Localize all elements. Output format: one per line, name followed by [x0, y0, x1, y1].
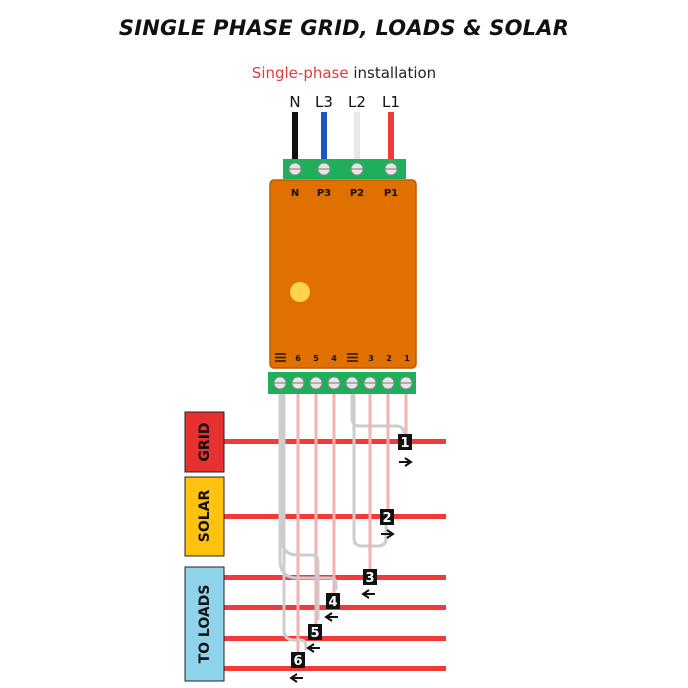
ground-symbol-icon — [275, 353, 286, 362]
arrow-left-icon — [306, 643, 320, 653]
ct-clamp-5: 5 — [306, 624, 322, 653]
wire-l2 — [354, 112, 360, 160]
ct-clamp-6: 6 — [289, 652, 305, 683]
top-terminal-label-p1: P1 — [384, 188, 398, 199]
top-screws — [288, 162, 398, 176]
arrow-right-icon — [399, 457, 413, 467]
bottom-terminal-label-6: 6 — [295, 354, 301, 363]
bottom-terminal-label-4: 4 — [331, 354, 337, 363]
bus-line-load-3 — [224, 636, 446, 641]
ct-clamp-1: 1 — [398, 434, 413, 467]
loads-box — [184, 566, 225, 682]
wire-label-l2: L2 — [348, 93, 366, 111]
arrow-left-icon — [324, 612, 338, 622]
bottom-terminal-label-1: 1 — [404, 354, 410, 363]
arrow-right-icon — [381, 529, 395, 539]
ct-clamp-6-label: 6 — [293, 654, 302, 669]
wire-n — [292, 112, 298, 160]
solar-box — [184, 476, 225, 557]
ct-clamp-2: 2 — [380, 509, 395, 539]
meter-body — [269, 179, 417, 369]
bottom-terminal-label-2: 2 — [386, 354, 392, 363]
arrow-left-icon — [361, 589, 375, 599]
wire-l1 — [388, 112, 394, 160]
wire-label-n: N — [289, 93, 300, 111]
ct-clamp-2-label: 2 — [382, 511, 391, 526]
bottom-screws — [273, 376, 413, 390]
bus-line-load-4 — [224, 666, 446, 671]
page-title: SINGLE PHASE GRID, LOADS & SOLAR — [118, 16, 570, 40]
ct-clamp-3-label: 3 — [365, 571, 374, 586]
top-terminal-label-p3: P3 — [317, 188, 331, 199]
subtitle-highlight: Single-phase — [251, 64, 349, 82]
ct-clamp-5-label: 5 — [310, 626, 319, 641]
top-terminal-block — [283, 159, 406, 179]
wire-label-l1: L1 — [382, 93, 400, 111]
ct-clamp-4: 4 — [324, 593, 340, 622]
bottom-terminal-block — [268, 372, 416, 394]
subtitle-rest: installation — [348, 64, 437, 82]
grid-box — [184, 411, 225, 473]
ct-wires — [278, 394, 408, 667]
bottom-terminal-label-5: 5 — [313, 354, 319, 363]
top-terminal-label-n: N — [291, 188, 299, 199]
ct-clamp-1-label: 1 — [400, 436, 409, 451]
wire-label-l3: L3 — [315, 93, 333, 111]
loads-label: TO LOADS — [197, 585, 213, 664]
arrow-left-icon — [289, 673, 303, 683]
bottom-terminal-label-3: 3 — [368, 354, 374, 363]
top-terminal-label-p2: P2 — [350, 188, 364, 199]
ground-symbol-icon — [347, 353, 358, 362]
status-indicator-light — [290, 282, 310, 302]
ct-clamp-3: 3 — [361, 569, 377, 599]
solar-label: SOLAR — [197, 490, 213, 543]
grid-label: GRID — [197, 422, 213, 461]
page-subtitle: Single-phase installation — [0, 64, 688, 82]
ct-clamp-4-label: 4 — [328, 595, 337, 610]
wire-l3 — [321, 112, 327, 160]
